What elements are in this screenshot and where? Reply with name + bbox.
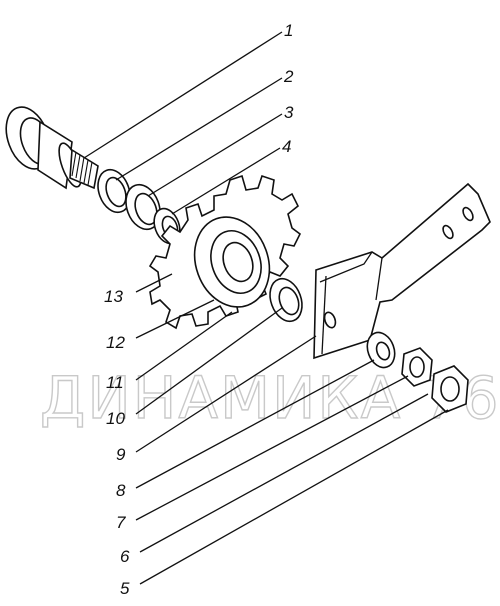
- callout-8: 8: [116, 481, 126, 500]
- callout-7: 7: [116, 513, 126, 532]
- bracket-part-9: [313, 182, 491, 360]
- nut-part-6: [431, 365, 469, 413]
- callout-3: 3: [284, 103, 294, 122]
- callout-9: 9: [116, 445, 126, 464]
- callout-4: 4: [282, 137, 291, 156]
- callout-6: 6: [120, 547, 130, 566]
- washer-part-8: [366, 331, 396, 369]
- callout-10: 10: [106, 409, 125, 428]
- sprocket-part-13: [148, 174, 302, 330]
- callout-11: 11: [106, 373, 124, 392]
- callout-1: 1: [284, 21, 293, 40]
- leader-lines: [83, 31, 449, 585]
- washer-part-2: [97, 168, 131, 214]
- nut-part-7: [401, 347, 433, 387]
- callout-2: 2: [283, 67, 294, 86]
- bearing-part-10: [269, 277, 303, 323]
- callout-labels: 1 2 3 4 13 12 11 10 9 8 7 6 5: [104, 21, 294, 598]
- callout-13: 13: [104, 287, 123, 306]
- ring-part-3: [125, 183, 161, 231]
- bolt-part: [5, 106, 99, 190]
- callout-12: 12: [106, 333, 125, 352]
- callout-5: 5: [120, 579, 130, 598]
